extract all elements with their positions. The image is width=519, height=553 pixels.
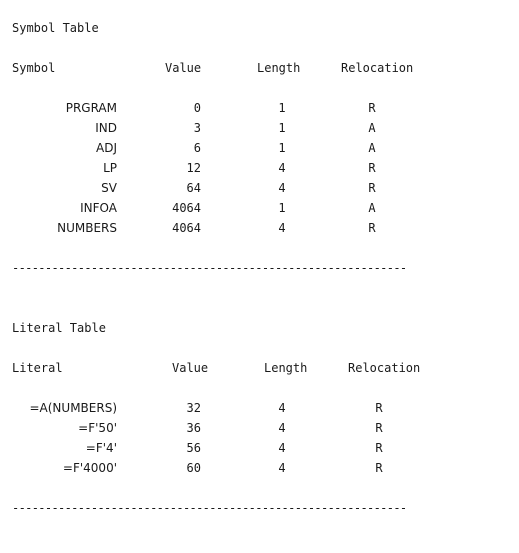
length-cell: 1 (278, 141, 286, 155)
length-cell: 4 (278, 461, 286, 475)
value-cell: 4064 (172, 221, 201, 235)
value-cell: 3 (193, 121, 201, 135)
symbol-header-symbol: Symbol (12, 61, 56, 75)
symbol-table-separator: ----------------------------------------… (12, 261, 407, 275)
literal-header-relocation: Relocation (348, 361, 421, 375)
length-cell: 4 (278, 161, 286, 175)
length-cell: 1 (278, 101, 286, 115)
literal-header-length: Length (264, 361, 308, 375)
value-cell: 6 (193, 141, 201, 155)
symbol-table-title: Symbol Table (12, 21, 99, 35)
value-cell: 12 (186, 161, 201, 175)
relocation-cell: R (375, 401, 383, 415)
value-cell: 4064 (172, 201, 201, 215)
literal-cell: =F'4000' (62, 461, 117, 475)
relocation-cell: R (368, 101, 376, 115)
symbol-header-value: Value (165, 61, 202, 75)
literal-header-value: Value (172, 361, 209, 375)
length-cell: 4 (278, 401, 286, 415)
length-cell: 4 (278, 421, 286, 435)
length-cell: 1 (278, 121, 286, 135)
length-cell: 4 (278, 441, 286, 455)
value-cell: 0 (193, 101, 201, 115)
relocation-cell: R (368, 161, 376, 175)
literal-header-literal: Literal (12, 361, 63, 375)
value-cell: 36 (186, 421, 201, 435)
symbol-cell: LP (103, 161, 117, 175)
relocation-cell: R (368, 221, 376, 235)
literal-table-title: Literal Table (12, 321, 106, 335)
symbol-header-length: Length (257, 61, 301, 75)
symbol-header-relocation: Relocation (341, 61, 414, 75)
length-cell: 4 (278, 221, 286, 235)
relocation-cell: R (368, 181, 376, 195)
value-cell: 32 (186, 401, 201, 415)
symbol-cell: NUMBERS (57, 221, 117, 235)
relocation-cell: A (368, 121, 376, 135)
value-cell: 64 (186, 181, 201, 195)
relocation-cell: R (375, 441, 383, 455)
relocation-cell: R (375, 421, 383, 435)
relocation-cell: R (375, 461, 383, 475)
symbol-cell: IND (95, 121, 117, 135)
value-cell: 56 (186, 441, 201, 455)
literal-cell: =A(NUMBERS) (29, 401, 117, 415)
symbol-cell: ADJ (96, 141, 117, 155)
value-cell: 60 (186, 461, 201, 475)
relocation-cell: A (368, 141, 376, 155)
literal-cell: =F'50' (78, 421, 117, 435)
symbol-cell: INFOA (80, 201, 117, 215)
length-cell: 4 (278, 181, 286, 195)
length-cell: 1 (278, 201, 286, 215)
symbol-cell: SV (101, 181, 117, 195)
symbol-cell: PRGRAM (65, 101, 117, 115)
literal-cell: =F'4' (85, 441, 117, 455)
relocation-cell: A (368, 201, 376, 215)
literal-table-separator: ----------------------------------------… (12, 501, 407, 515)
